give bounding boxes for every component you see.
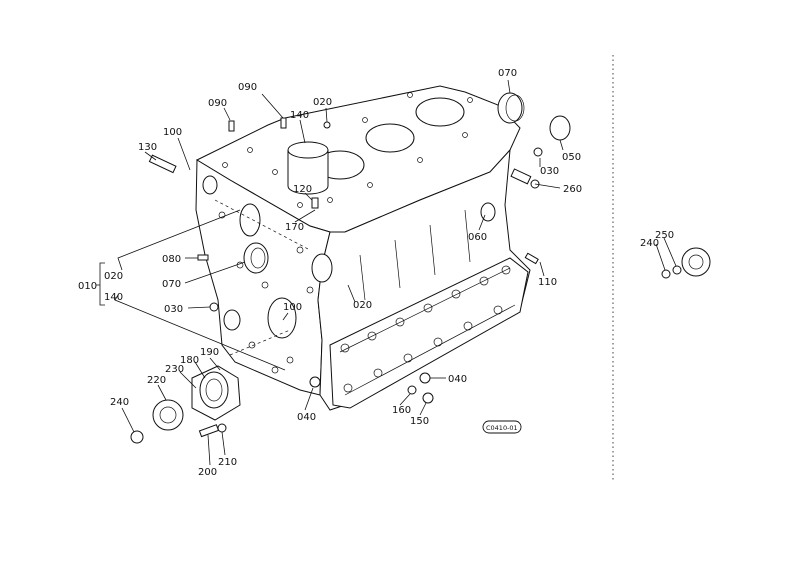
callout-220: 220 (147, 375, 166, 386)
cylinder-block (195, 85, 531, 411)
callout-060: 060 (468, 232, 487, 243)
callout-090-b: 090 (238, 82, 257, 93)
callout-130: 130 (138, 142, 157, 153)
callout-030-left: 030 (164, 304, 183, 315)
callout-140-bracket: 140 (104, 292, 123, 303)
callout-020-bracket: 020 (104, 271, 123, 282)
callout-070-top: 070 (498, 68, 517, 79)
callout-110: 110 (538, 277, 557, 288)
callout-090-a: 090 (208, 98, 227, 109)
diagram-code-stamp: C0410-01 (482, 420, 522, 434)
plug-150 (422, 392, 434, 404)
pin-110 (524, 252, 539, 265)
idle-gear-right (661, 247, 711, 279)
plug-030-right (533, 147, 543, 157)
callout-210: 210 (218, 457, 237, 468)
callout-160: 160 (392, 405, 411, 416)
plug-070-top (497, 92, 525, 124)
stud-130 (148, 154, 177, 174)
sensor-260 (510, 168, 540, 189)
diagram-code: C0410-01 (486, 424, 518, 432)
plug-050 (549, 115, 571, 141)
callout-050: 050 (562, 152, 581, 163)
callout-020-top: 020 (313, 97, 332, 108)
callout-240-left: 240 (110, 397, 129, 408)
callout-200: 200 (198, 467, 217, 478)
callout-040-a: 040 (297, 412, 316, 423)
pin-120 (311, 197, 319, 209)
callout-260: 260 (563, 184, 582, 195)
cylinder-liner (287, 141, 329, 195)
callout-080: 080 (162, 254, 181, 265)
plug-160 (407, 385, 417, 395)
callout-100-top: 100 (163, 127, 182, 138)
callout-040-b: 040 (448, 374, 467, 385)
plug-040b (419, 372, 431, 384)
callout-labels: 070 050 030 260 060 110 020 090 090 140 … (78, 68, 674, 478)
leader-lines (114, 79, 677, 466)
callout-020-mid: 020 (353, 300, 372, 311)
oil-pump-assembly (130, 365, 241, 444)
callout-180: 180 (180, 355, 199, 366)
pin-080 (197, 254, 209, 261)
callout-240-right: 240 (640, 238, 659, 249)
callout-140-top: 140 (290, 110, 309, 121)
callout-030-right: 030 (540, 166, 559, 177)
callout-150: 150 (410, 416, 429, 427)
plug-040a (309, 376, 321, 388)
pin-090b (280, 117, 287, 129)
callout-070-left: 070 (162, 279, 181, 290)
seal-070-left (243, 242, 269, 274)
group-bracket (96, 262, 105, 306)
callout-190: 190 (200, 347, 219, 358)
plug-020-top (323, 121, 331, 129)
callout-120: 120 (293, 184, 312, 195)
callout-170: 170 (285, 222, 304, 233)
callout-250-right: 250 (655, 230, 674, 241)
pin-090a (228, 120, 235, 132)
plug-030-left (209, 302, 219, 312)
callout-010: 010 (78, 281, 97, 292)
callout-230: 230 (165, 364, 184, 375)
callout-100-mid: 100 (283, 302, 302, 313)
